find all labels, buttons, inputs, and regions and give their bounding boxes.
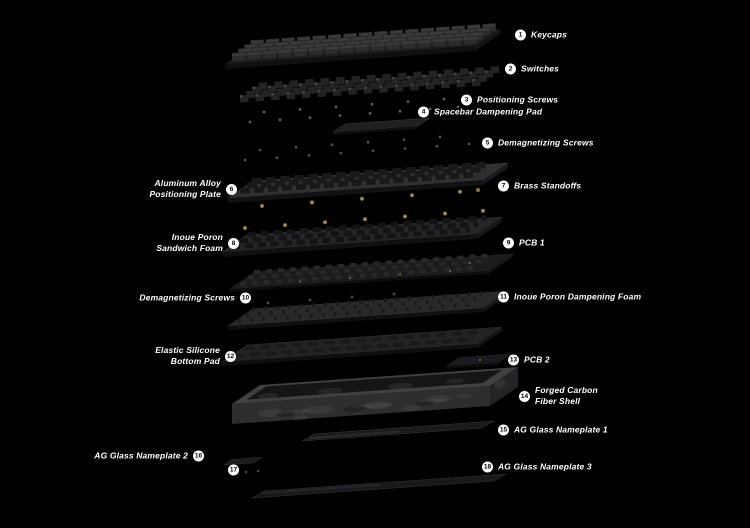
pcb-1	[229, 253, 514, 292]
spacebar-dampening-pad	[332, 117, 431, 135]
pcb-2	[446, 353, 512, 369]
switches-layer	[239, 65, 502, 103]
silicone-bottom-pad	[221, 326, 503, 366]
sandwich-foam	[221, 215, 503, 257]
nameplate-screws	[244, 469, 260, 474]
demagnetizing-screws-upper	[243, 135, 471, 162]
positioning-screws	[248, 97, 460, 124]
keycaps-layer	[225, 23, 500, 69]
aluminum-positioning-plate	[227, 161, 509, 203]
ag-glass-nameplate-2	[223, 456, 263, 466]
ag-glass-nameplate-1	[301, 420, 495, 442]
brass-standoffs	[243, 188, 485, 230]
carbon-fiber-shell	[232, 367, 518, 424]
dampening-foam	[227, 290, 509, 330]
ag-glass-nameplate-3	[251, 473, 507, 499]
